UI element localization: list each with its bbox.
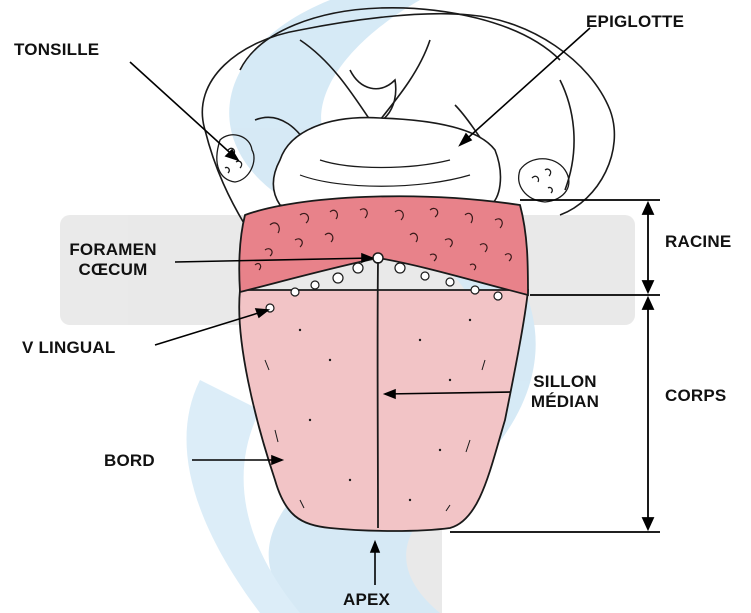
label-foramen-line1: FORAMEN	[48, 240, 178, 260]
label-sillon-line2: MÉDIAN	[515, 392, 615, 412]
label-sillon-median: SILLON MÉDIAN	[515, 372, 615, 412]
label-tonsille: TONSILLE	[14, 40, 99, 60]
label-v-lingual: V LINGUAL	[22, 338, 115, 358]
label-epiglotte: EPIGLOTTE	[586, 12, 684, 32]
label-foramen-line2: CŒCUM	[48, 260, 178, 280]
foramen-cecum	[373, 253, 383, 263]
label-sillon-line1: SILLON	[515, 372, 615, 392]
label-foramen: FORAMEN CŒCUM	[48, 240, 178, 280]
label-corps: CORPS	[665, 386, 726, 406]
tonsil-right	[519, 159, 569, 202]
tongue-body	[239, 290, 528, 531]
label-apex: APEX	[343, 590, 390, 610]
label-racine: RACINE	[665, 232, 731, 252]
label-bord: BORD	[104, 451, 155, 471]
